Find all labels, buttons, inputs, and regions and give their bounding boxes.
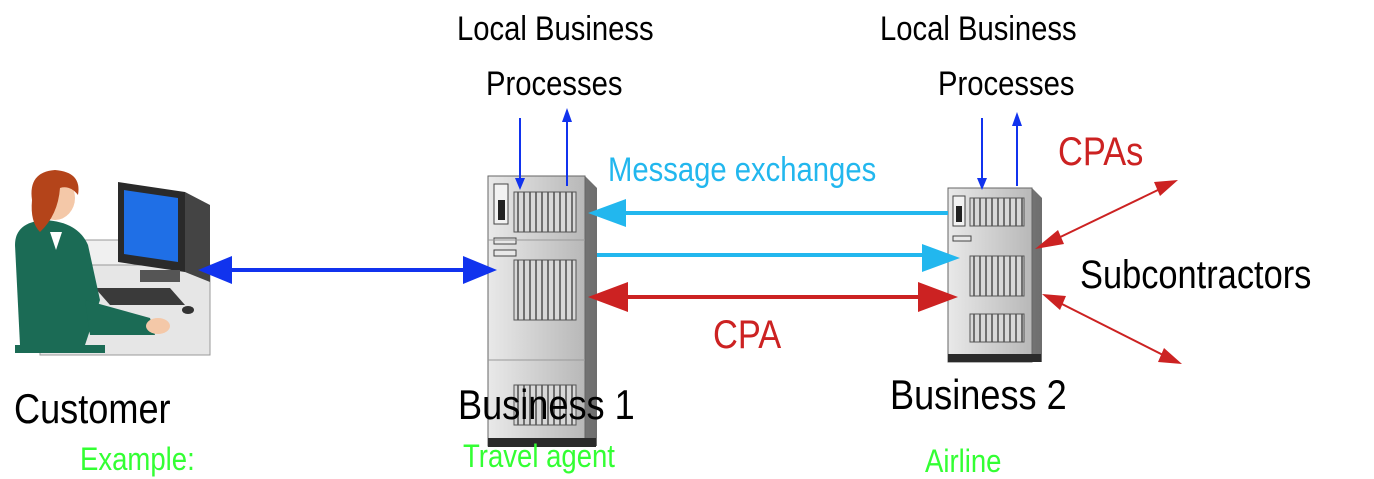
subcontractors-label: Subcontractors — [1080, 253, 1312, 297]
customer-business1-arrow — [198, 256, 497, 284]
lbp-right-line2: Processes — [938, 65, 1075, 103]
airline-label: Airline — [925, 443, 1002, 479]
lbp-left-line2: Processes — [486, 65, 623, 103]
cpas-arrow-upper — [1035, 180, 1178, 249]
message-exchanges-label: Message exchanges — [608, 151, 877, 189]
business1-server-icon — [487, 175, 597, 447]
cpas-label: CPAs — [1058, 130, 1144, 174]
lbp-right-arrows — [977, 112, 1022, 190]
travel-agent-label: Travel agent — [463, 438, 615, 474]
lbp-left-arrows — [515, 108, 572, 190]
cpa-label: CPA — [713, 313, 782, 357]
business1-label: Business 1 — [458, 381, 635, 428]
business2-server-icon — [947, 187, 1042, 363]
customer-icon — [15, 170, 212, 356]
message-exchange-arrow-right — [597, 244, 960, 272]
example-label: Example: — [80, 441, 195, 477]
lbp-left-line1: Local Business — [457, 10, 654, 48]
cpas-arrow-lower — [1042, 294, 1182, 364]
business2-label: Business 2 — [890, 371, 1067, 418]
lbp-right-line1: Local Business — [880, 10, 1077, 48]
cpa-arrow — [588, 282, 958, 312]
message-exchange-arrow-left — [588, 199, 948, 227]
customer-label: Customer — [14, 385, 171, 432]
